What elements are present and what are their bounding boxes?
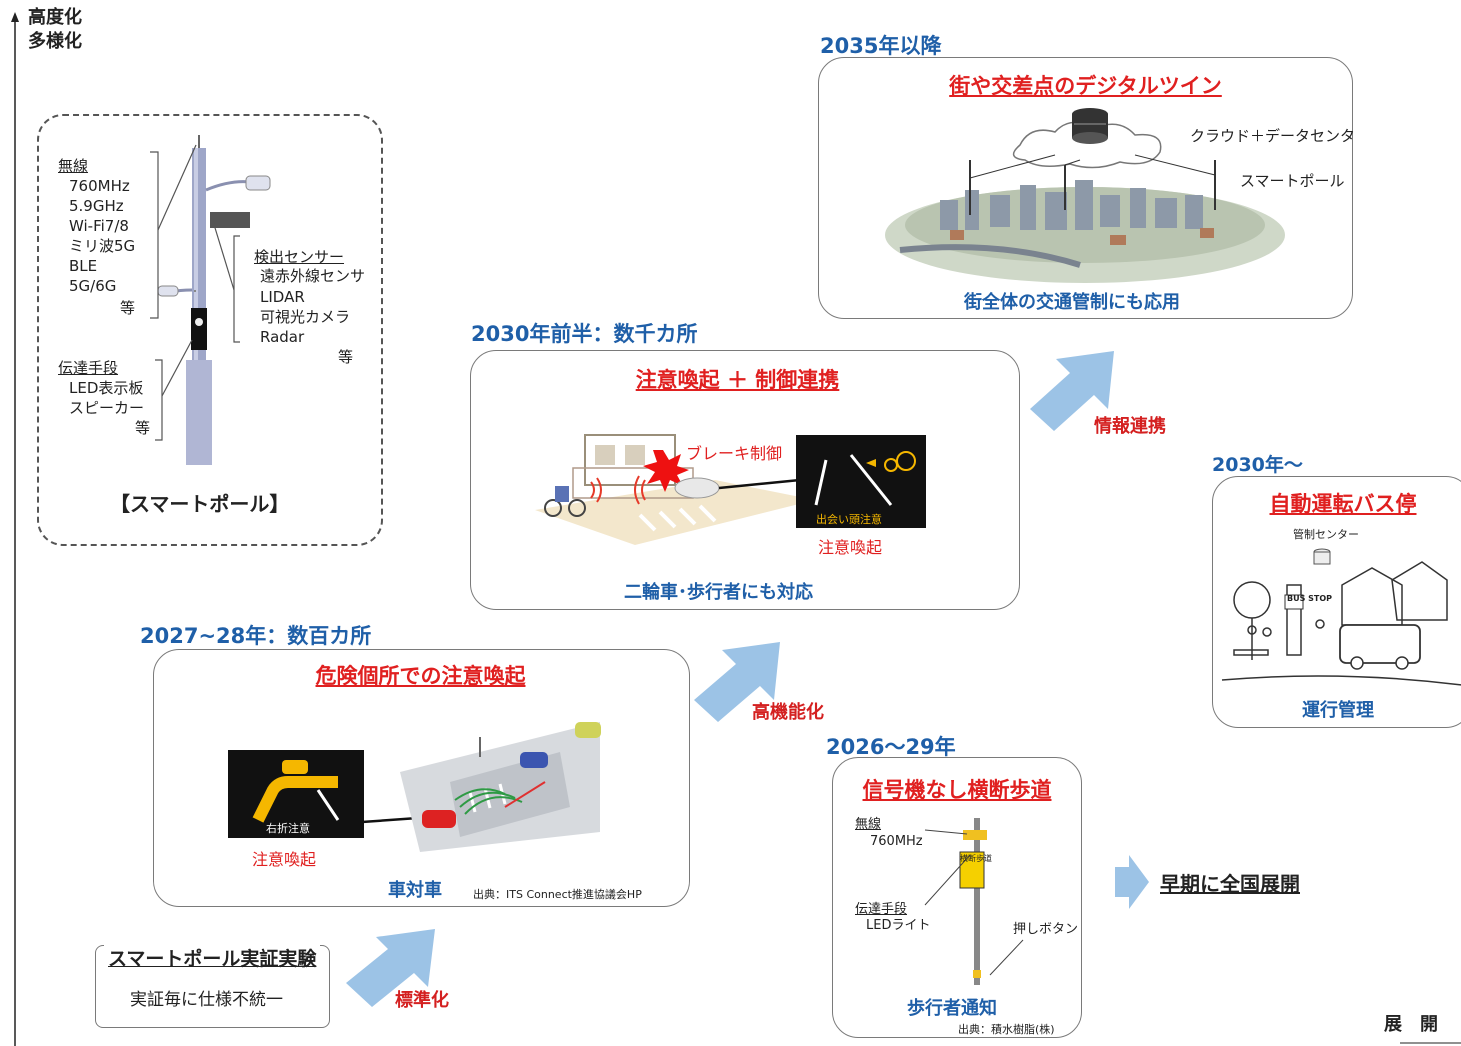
sp-wireless-item: ミリ波5G	[69, 237, 136, 255]
cloud-label: クラウド＋データセンタ	[1190, 127, 1356, 145]
stage-2030b-title: 自動運転バス停	[1269, 492, 1417, 516]
sp-wireless-item: BLE	[69, 257, 98, 275]
arrow-standardize-icon	[346, 929, 435, 1007]
stage-2026-caption: 歩行者通知	[907, 998, 997, 1019]
bus-stop-sign-text: BUS STOP	[1287, 594, 1333, 603]
stage-2030b-caption: 運行管理	[1302, 700, 1374, 721]
crossing-alert-sign-text: 出会い頭注意	[816, 513, 882, 526]
sp-wireless-item: 760MHz	[69, 177, 130, 195]
sp-comm-item: スピーカー	[69, 399, 145, 417]
arrow-standardize-label: 標準化	[395, 990, 449, 1011]
sp-sensor-item: LIDAR	[260, 288, 305, 306]
y-axis-label-1: 高度化	[28, 7, 82, 28]
stage-2035-caption: 街全体の交通管制にも応用	[964, 292, 1180, 313]
brake-control-illustration	[535, 434, 815, 545]
sp-wireless-etc: 等	[120, 299, 136, 317]
x-axis-label: 展 開	[1384, 1014, 1438, 1035]
arrow-enhance-label: 高機能化	[752, 702, 824, 723]
stage-2026-title: 信号機なし横断歩道	[862, 778, 1052, 802]
crosswalk-sign-text: 横断歩道	[960, 854, 992, 863]
period-2026: 2026～29年	[826, 735, 956, 759]
arrow-nationwide-icon	[1115, 855, 1149, 909]
stage-2030a-alert: 注意喚起	[818, 538, 883, 557]
cw-wireless-heading: 無線	[855, 817, 882, 832]
smart-pole-title: 【スマートポール】	[110, 492, 290, 516]
sp-comm-etc: 等	[135, 419, 151, 437]
y-axis-label: 高度化 多様化	[28, 6, 82, 54]
period-2035: 2035年以降	[820, 34, 942, 58]
stage-2030b-panel	[1212, 476, 1461, 728]
stage-2027-title: 危険個所での注意喚起	[315, 664, 526, 688]
stage-2027-caption: 車対車	[388, 880, 442, 901]
period-2030b: 2030年～	[1212, 454, 1303, 476]
sp-wireless-item: 5.9GHz	[69, 197, 124, 215]
sp-comm-heading: 伝達手段	[58, 359, 119, 377]
control-center-label: 管制センター	[1293, 528, 1359, 541]
y-axis-label-2: 多様化	[28, 31, 82, 52]
cw-wireless-item: 760MHz	[870, 834, 923, 849]
sp-wireless-item: Wi-Fi7/8	[69, 217, 129, 235]
stage-2027-alert: 注意喚起	[252, 850, 317, 869]
stage-2026-panel	[832, 757, 1082, 1038]
crosswalk-pole-illustration	[924, 818, 1024, 985]
arrow-info-link-label: 情報連携	[1094, 416, 1166, 437]
smart-pole-brackets	[150, 144, 240, 441]
sp-sensor-item: 可視光カメラ	[260, 308, 351, 326]
right-turn-sign-text: 右折注意	[266, 822, 310, 835]
period-2030a: 2030年前半：数千カ所	[471, 322, 698, 346]
cw-comm-item: LEDライト	[866, 918, 931, 933]
sp-sensor-etc: 等	[338, 348, 354, 366]
stage-2035-title: 街や交差点のデジタルツイン	[949, 74, 1222, 98]
push-button-label: 押しボタン	[1013, 922, 1079, 937]
stage-2030a-caption: 二輪車･歩行者にも対応	[624, 582, 813, 603]
sp-sensor-item: Radar	[260, 328, 305, 346]
sp-sensor-item: 遠赤外線センサ	[260, 267, 366, 285]
smart-pole-label: スマートポール	[1240, 172, 1345, 190]
arrow-nationwide-label: 早期に全国展開	[1160, 872, 1300, 896]
trial-body: 実証毎に仕様不統一	[130, 990, 283, 1010]
arrow-info-link-icon	[1030, 351, 1114, 431]
bus-stop-illustration	[1221, 548, 1461, 686]
sp-wireless-item: 5G/6G	[69, 277, 117, 295]
smart-pole-illustration	[157, 135, 271, 465]
trial-title: スマートポール実証実験	[104, 944, 321, 971]
smart-pole-panel	[37, 114, 383, 546]
crossing-alert-sign: 出会い頭注意	[796, 435, 926, 528]
stage-2027-source: 出典：ITS Connect推進協議会HP	[473, 888, 642, 901]
brake-label: ブレーキ制御	[686, 444, 783, 463]
cw-comm-heading: 伝達手段	[855, 902, 908, 917]
period-2027: 2027~28年：数百カ所	[140, 624, 372, 648]
intersection-illustration	[361, 722, 601, 852]
sp-wireless-heading: 無線	[58, 157, 89, 175]
arrow-enhance-icon	[694, 642, 780, 722]
sp-sensor-heading: 検出センサー	[254, 248, 345, 266]
stage-2030a-title: 注意喚起 ＋ 制御連携	[635, 368, 840, 392]
right-turn-alert-sign: 右折注意	[228, 750, 364, 838]
sp-comm-item: LED表示板	[69, 379, 144, 397]
digital-twin-city-illustration	[885, 108, 1285, 283]
stage-2030a-panel	[470, 350, 1020, 610]
stage-2026-source: 出典：積水樹脂(株)	[958, 1023, 1055, 1036]
